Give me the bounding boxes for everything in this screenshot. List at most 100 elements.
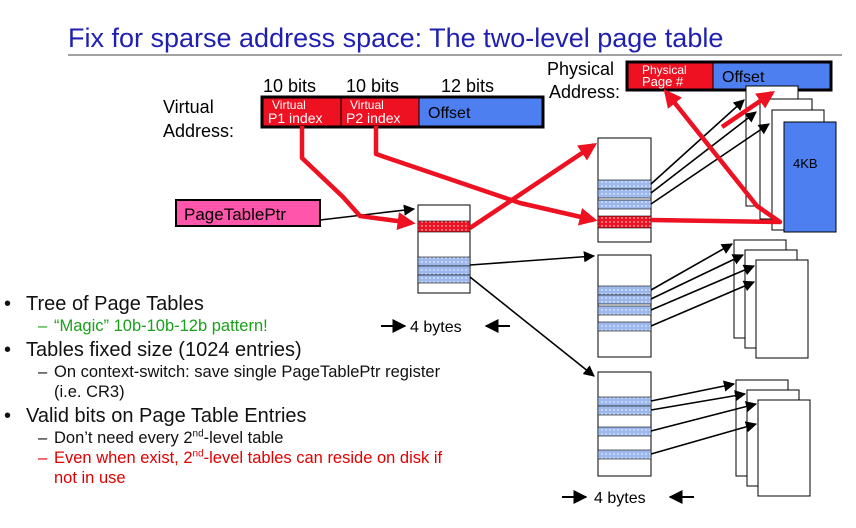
offset-label: Offset xyxy=(428,105,471,122)
physical-page-label-2: Page # xyxy=(642,74,684,89)
level2-entry xyxy=(597,199,652,210)
entry-size-indicator-2: 4 bytes xyxy=(562,490,694,507)
level1-to-mid-arrow xyxy=(469,251,596,266)
level2-entry xyxy=(597,321,652,332)
physical-offset-field xyxy=(712,62,831,90)
bits-label-p2: 10 bits xyxy=(346,76,399,96)
sub-bullet-text: -level tables can reside on disk if xyxy=(203,449,443,467)
bottom-table-to-page-arrow xyxy=(650,390,747,411)
physical-address-label-2: Address: xyxy=(549,82,620,102)
bullet-tree: • Tree of Page Tables xyxy=(4,292,544,316)
page-table-ptr-box xyxy=(175,199,321,227)
sub-bullet-text: not in use xyxy=(54,469,126,487)
level2-to-physical-page-arrow xyxy=(650,89,783,225)
level1-to-bottom-arrow xyxy=(469,276,595,377)
virtual-p1-index-field xyxy=(262,97,342,127)
bullet-list: • Tree of Page Tables –“Magic” 10b-10b-12… xyxy=(4,290,544,488)
physical-page-4kb xyxy=(783,121,837,233)
sub-bullet-dont-need: –Don’t need every 2nd-level table xyxy=(38,428,284,447)
bits-label-p1: 10 bits xyxy=(263,76,316,96)
physical-page-label-1: Physical xyxy=(642,63,687,77)
virtual-address-register: Virtual P1 index Virtual P2 index Offset xyxy=(260,95,545,129)
bottom-table-to-page-arrow xyxy=(650,401,758,432)
level1-to-top-table-arrow xyxy=(468,142,597,230)
superscript: nd xyxy=(192,448,204,460)
level1-page-table xyxy=(417,204,471,294)
entry-size-indicator-1: 4 bytes xyxy=(381,319,510,336)
top-table-to-page-arrow xyxy=(650,123,770,205)
bottom-table-to-page-arrow xyxy=(650,380,736,402)
bullet-dot: • xyxy=(4,405,12,427)
physical-address-label: Physical xyxy=(547,59,614,79)
level2-page-table-bottom xyxy=(597,371,652,477)
p2-label-2: P2 index xyxy=(346,110,400,126)
sub-bullet-text: Don’t need every 2 xyxy=(54,429,193,447)
sub-bullet-text: -level table xyxy=(203,429,284,447)
level1-entry xyxy=(417,265,471,276)
level2-entry xyxy=(597,294,652,305)
sub-bullet-text: On context-switch: save single PageTable… xyxy=(54,363,441,381)
level2-entry xyxy=(597,179,652,190)
mid-table-to-page-arrow xyxy=(650,280,756,327)
level1-entry xyxy=(417,274,471,284)
bits-label-offset: 12 bits xyxy=(441,76,494,96)
sub-bullet-text: (i.e. CR3) xyxy=(54,383,125,401)
p1-index-to-level1-arrow xyxy=(299,126,416,230)
page-size-label: 4KB xyxy=(793,156,818,171)
physical-address-register: Physical Page # Offset xyxy=(625,60,833,92)
physical-pages-top: 4KB xyxy=(745,85,837,233)
level2-entry xyxy=(597,305,652,316)
top-table-to-page-arrow xyxy=(650,99,745,185)
level2-entry-red xyxy=(597,215,652,229)
level2-entry xyxy=(597,405,652,416)
ptr-to-level1-arrow xyxy=(319,204,416,221)
level2-entry xyxy=(597,285,652,296)
sub-bullet-on-disk: –Even when exist, 2nd-level tables can r… xyxy=(38,448,443,467)
page-title: Fix for sparse address space: The two-le… xyxy=(68,23,723,53)
mid-table-to-page-arrow xyxy=(650,264,756,311)
black-arrows xyxy=(319,99,770,455)
red-arrows xyxy=(299,89,783,230)
sub-bullet-context-switch: –On context-switch: save single PageTabl… xyxy=(38,363,441,381)
physical-pages-bottom xyxy=(735,379,811,497)
sub-bullet-text: Even when exist, 2 xyxy=(54,449,193,467)
bullet-text: Tree of Page Tables xyxy=(26,293,204,315)
level1-entry-red xyxy=(417,220,471,233)
p1-label-1: Virtual xyxy=(272,98,306,112)
virtual-address-label-2: Address: xyxy=(163,121,234,141)
bullet-dot: • xyxy=(4,293,12,315)
bullet-dot: • xyxy=(4,339,12,361)
virtual-address-label: Virtual xyxy=(163,97,214,117)
entry-size-label-1: 4 bytes xyxy=(410,319,462,336)
bullet-text: Tables fixed size (1024 entries) xyxy=(26,339,302,361)
p2-label-1: Virtual xyxy=(350,98,384,112)
p1-label-2: P1 index xyxy=(268,110,322,126)
p2-index-to-level2-arrow xyxy=(373,126,598,226)
top-table-to-page-arrow xyxy=(650,111,757,194)
sub-bullet-context-switch-cont: (i.e. CR3) xyxy=(4,382,544,402)
level2-page-table-top xyxy=(597,137,652,243)
physical-pages-mid xyxy=(733,239,809,359)
page-table-ptr-label: PageTablePtr xyxy=(184,205,286,224)
sub-bullet-on-disk-cont: not in use xyxy=(4,468,544,488)
entry-size-label-2: 4 bytes xyxy=(594,490,646,507)
mid-table-to-page-arrow xyxy=(650,243,733,291)
offset-to-physical-offset-arrow xyxy=(720,90,775,129)
sub-bullet-text: “Magic” 10b-10b-12b pattern! xyxy=(54,317,268,335)
superscript: nd xyxy=(192,428,204,440)
level2-entry xyxy=(597,426,652,437)
bullet-valid-bits: •Valid bits on Page Table Entries xyxy=(4,404,544,428)
mid-table-to-page-arrow xyxy=(650,254,745,300)
physical-page-field xyxy=(627,62,714,90)
level2-page-table-mid xyxy=(597,254,652,358)
sub-bullet-magic: –“Magic” 10b-10b-12b pattern! xyxy=(38,317,268,335)
level2-entry xyxy=(597,449,652,460)
virtual-offset-field xyxy=(418,97,543,127)
level2-entry xyxy=(597,188,652,199)
bullet-fixed-size: • Tables fixed size (1024 entries) xyxy=(4,338,544,362)
physical-offset-label: Offset xyxy=(722,69,765,86)
bottom-table-to-page-arrow xyxy=(650,421,758,455)
level1-entry xyxy=(417,256,471,267)
level2-entry xyxy=(597,396,652,407)
